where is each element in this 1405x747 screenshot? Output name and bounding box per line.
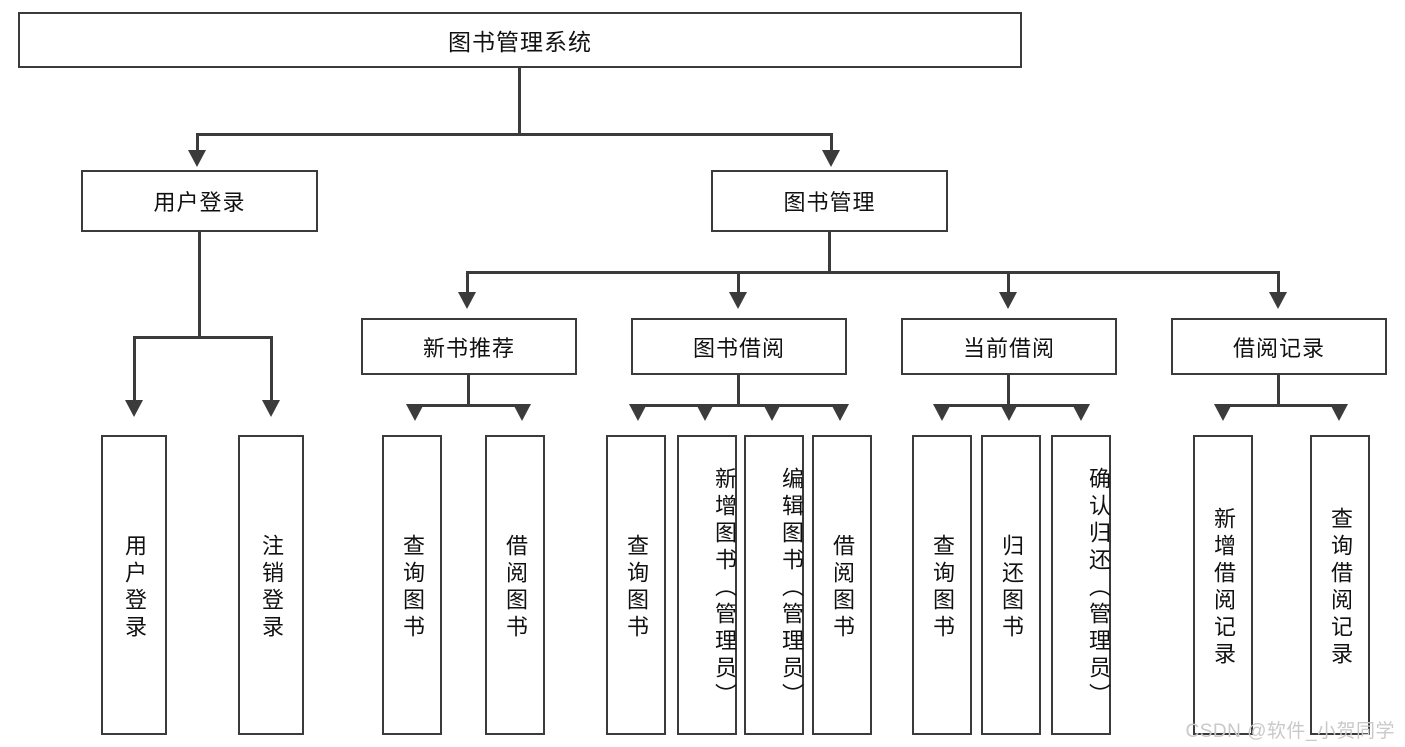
node-label: 图书借阅 (692, 335, 785, 361)
arrow-down-icon (458, 292, 476, 309)
connector-user-login-stem (198, 232, 201, 336)
connector-root-to-user-login (196, 133, 199, 155)
leaf-cb-confirm-return-admin[interactable]: 确认归还（管理员） (1051, 435, 1111, 735)
node-label: 借阅图书 (503, 534, 528, 642)
arrow-down-icon (831, 404, 849, 421)
node-label: 注销登录 (259, 534, 284, 642)
leaf-bb-edit-book-admin[interactable]: 编辑图书（管理员） (744, 435, 804, 735)
leaf-bb-add-book-admin[interactable]: 新增图书（管理员） (677, 435, 737, 735)
node-label: 查询图书 (930, 534, 955, 642)
leaf-cb-query-book[interactable]: 查询图书 (912, 435, 972, 735)
arrow-down-icon (125, 400, 143, 417)
connector-user-login-branch-2 (270, 336, 273, 404)
arrow-down-icon (822, 150, 840, 167)
node-label: 当前借阅 (962, 335, 1055, 361)
connector-br-stem (1277, 375, 1280, 404)
connector-root-bar (196, 133, 833, 136)
arrow-down-icon (1269, 292, 1287, 309)
connector-bm-branch-2 (737, 271, 740, 296)
arrow-down-icon (933, 404, 951, 421)
node-user-login[interactable]: 用户登录 (81, 170, 318, 232)
node-label: 借阅图书 (830, 534, 855, 642)
arrow-down-icon (188, 150, 206, 167)
leaf-cb-return-book[interactable]: 归还图书 (981, 435, 1041, 735)
node-root-book-management-system[interactable]: 图书管理系统 (18, 12, 1022, 68)
connector-book-management-stem (828, 232, 831, 271)
connector-br-bar (1222, 404, 1338, 407)
arrow-down-icon (1000, 404, 1018, 421)
node-label: 借阅记录 (1232, 335, 1325, 361)
arrow-down-icon (406, 404, 424, 421)
node-label: 确认归还（管理员） (1086, 466, 1111, 710)
node-new-book-recommend[interactable]: 新书推荐 (361, 318, 577, 375)
arrow-down-icon (729, 292, 747, 309)
node-label: 归还图书 (999, 534, 1024, 642)
connector-user-login-bar (133, 336, 273, 339)
leaf-bb-borrow-book[interactable]: 借阅图书 (812, 435, 872, 735)
node-label: 新书推荐 (422, 335, 515, 361)
watermark-text: CSDN @软件_小贺同学 (1185, 721, 1395, 742)
node-label: 新增图书（管理员） (712, 466, 737, 710)
node-label: 图书管理系统 (448, 29, 592, 55)
connector-book-management-bar (466, 271, 1280, 274)
connector-user-login-branch-1 (133, 336, 136, 404)
arrow-down-icon (262, 400, 280, 417)
connector-cb-stem (1007, 375, 1010, 404)
leaf-nbr-query-book[interactable]: 查询图书 (382, 435, 442, 735)
leaf-bb-query-book[interactable]: 查询图书 (606, 435, 666, 735)
node-label: 查询借阅记录 (1328, 507, 1353, 669)
node-label: 用户登录 (153, 190, 246, 215)
node-label: 用户登录 (122, 534, 147, 642)
arrow-down-icon (1072, 404, 1090, 421)
node-book-borrow[interactable]: 图书借阅 (631, 318, 847, 375)
leaf-user-login-logout[interactable]: 注销登录 (238, 435, 304, 735)
connector-bm-branch-3 (1007, 271, 1010, 296)
node-current-borrow[interactable]: 当前借阅 (901, 318, 1117, 375)
node-borrow-record[interactable]: 借阅记录 (1171, 318, 1387, 375)
connector-bb-bar (637, 404, 840, 407)
node-label: 编辑图书（管理员） (779, 466, 804, 710)
node-label: 新增借阅记录 (1211, 507, 1236, 669)
arrow-down-icon (1214, 404, 1232, 421)
arrow-down-icon (629, 404, 647, 421)
node-label: 查询图书 (624, 534, 649, 642)
leaf-br-query-record[interactable]: 查询借阅记录 (1310, 435, 1370, 735)
arrow-down-icon (513, 404, 531, 421)
arrow-down-icon (763, 404, 781, 421)
connector-root-stem (518, 68, 521, 133)
node-label: 图书管理 (783, 190, 876, 215)
leaf-br-add-record[interactable]: 新增借阅记录 (1193, 435, 1253, 735)
connector-nbr-bar (414, 404, 524, 407)
node-label: 查询图书 (400, 534, 425, 642)
leaf-user-login-login[interactable]: 用户登录 (101, 435, 167, 735)
connector-root-to-book-management (830, 133, 833, 155)
arrow-down-icon (1330, 404, 1348, 421)
connector-bb-stem (737, 375, 740, 404)
connector-bm-branch-1 (466, 271, 469, 296)
leaf-nbr-borrow-book[interactable]: 借阅图书 (485, 435, 545, 735)
connector-bm-branch-4 (1277, 271, 1280, 296)
arrow-down-icon (696, 404, 714, 421)
node-book-management[interactable]: 图书管理 (711, 170, 948, 232)
arrow-down-icon (999, 292, 1017, 309)
connector-nbr-stem (467, 375, 470, 404)
